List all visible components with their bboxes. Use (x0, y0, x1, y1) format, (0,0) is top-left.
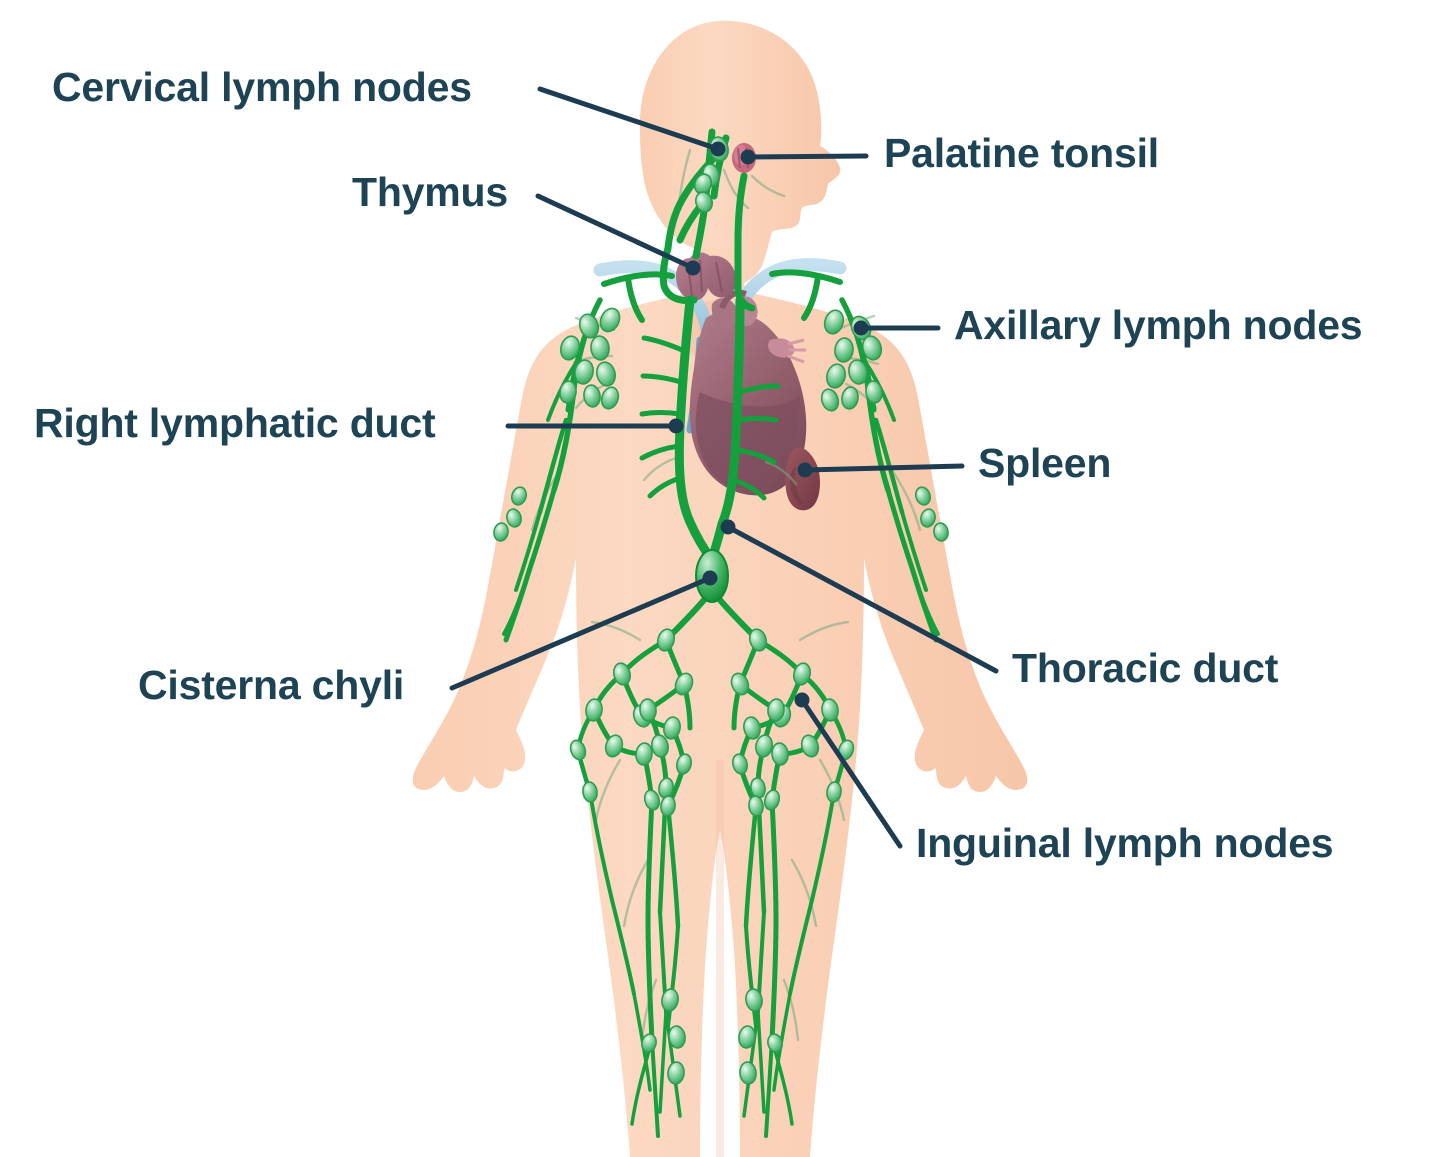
label-thoracic-duct: Thoracic duct (1012, 645, 1279, 691)
label-cisterna-chyli: Cisterna chyli (138, 662, 405, 708)
leader-line-thymus (535, 193, 696, 271)
label-spleen: Spleen (978, 440, 1112, 486)
label-cervical-lymph-nodes: Cervical lymph nodes (52, 64, 472, 110)
axillary-node-cluster-right (820, 309, 883, 412)
inguinal-node-cluster-right (730, 628, 855, 817)
label-inguinal-lymph-nodes: Inguinal lymph nodes (916, 820, 1334, 866)
leader-line-palatine-tonsil (745, 153, 869, 160)
leader-dot-axillary-lymph-nodes (853, 320, 869, 336)
leader-line-spleen (802, 463, 965, 473)
label-thymus: Thymus (352, 169, 508, 215)
leader-line-thoracic-duct (725, 524, 999, 674)
inguinal-node-cluster-left (569, 628, 694, 817)
leader-dot-inguinal-lymph-nodes (794, 692, 810, 708)
lymph-nodes (493, 136, 949, 1085)
leader-dot-right-lymphatic-duct (668, 418, 684, 434)
leader-lines (449, 86, 999, 849)
leg-nodes (641, 988, 783, 1085)
torso-and-legs (412, 248, 1028, 1157)
spleen-organ (785, 447, 820, 511)
heart (689, 289, 807, 496)
leader-dot-thoracic-duct (720, 519, 736, 535)
leader-dot-thymus (685, 260, 701, 276)
axillary-node-cluster-left (559, 307, 621, 410)
arm-nodes (493, 486, 949, 542)
leader-dot-palatine-tonsil (740, 149, 756, 165)
leader-dot-cisterna-chyli (702, 570, 718, 586)
leader-line-cervical-lymph-nodes (537, 86, 721, 152)
label-axillary-lymph-nodes: Axillary lymph nodes (954, 302, 1363, 348)
leader-dot-cervical-lymph-nodes (710, 141, 726, 157)
leg-gap-shadow (716, 760, 724, 1157)
leader-dot-spleen (797, 462, 813, 478)
leader-line-cisterna-chyli (449, 575, 713, 691)
label-palatine-tonsil: Palatine tonsil (884, 130, 1159, 176)
label-right-lymphatic-duct: Right lymphatic duct (34, 400, 436, 446)
leader-line-inguinal-lymph-nodes (799, 697, 903, 849)
